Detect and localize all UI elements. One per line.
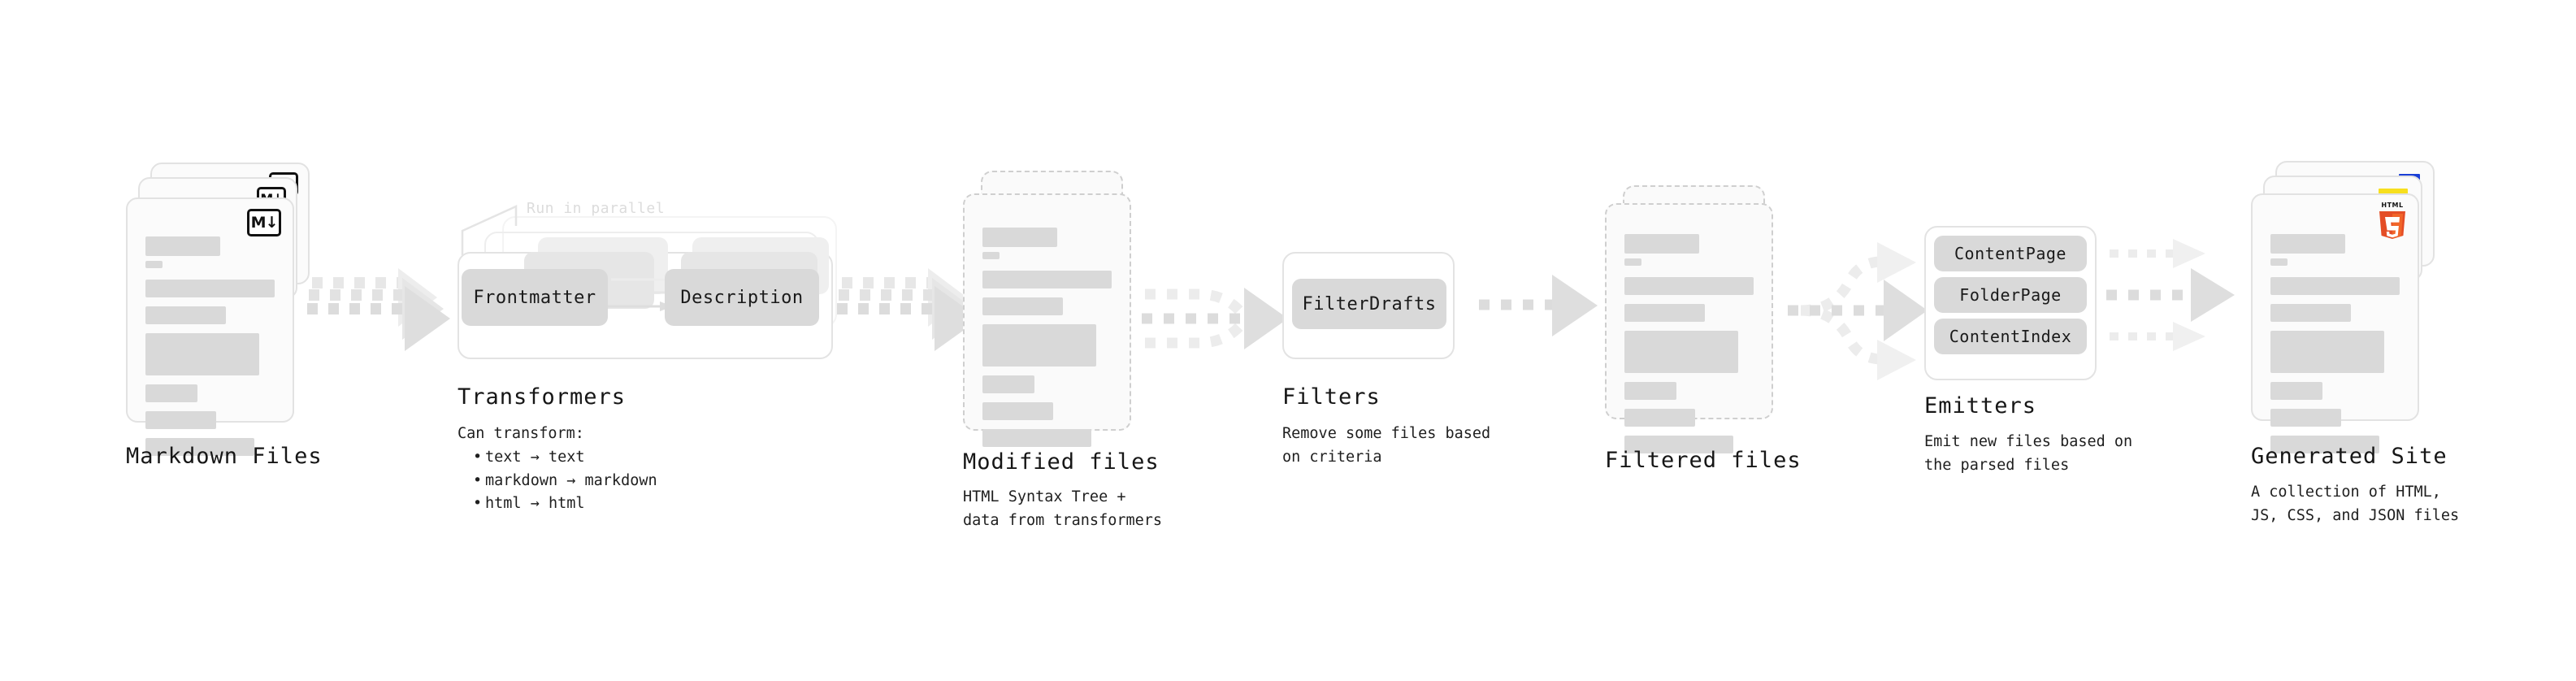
document-placeholder-lines — [145, 236, 275, 465]
stage-title-filtered-files: Filtered files — [1605, 448, 1802, 473]
stage-subtitle-transformers: Can transform: — [458, 425, 584, 442]
markdown-card-front: M↓ — [126, 197, 294, 456]
document-placeholder-lines — [982, 228, 1112, 456]
filter-pill-filterdrafts[interactable]: FilterDrafts — [1292, 279, 1446, 329]
filtered-files-stack — [1605, 185, 1784, 453]
emitter-pill-contentindex[interactable]: ContentIndex — [1934, 319, 2087, 354]
conn-filters-to-filtered — [1479, 275, 1609, 347]
conn-emitters-to-site — [2106, 237, 2261, 367]
list-item: html → html — [473, 492, 657, 516]
html5-icon: HTML — [2375, 200, 2409, 241]
stage-title-generated-site: Generated Site — [2251, 444, 2448, 469]
generated-card-front: HTML — [2251, 193, 2419, 453]
modified-card-front — [963, 193, 1131, 447]
conn-markdown-to-transformers — [307, 268, 458, 362]
conn-modified-to-filters — [1142, 252, 1304, 382]
stage-subtitle-emitters: Emit new files based on the parsed files — [1924, 433, 2133, 474]
markdown-icon: M↓ — [247, 209, 281, 236]
stage-subtitle-filters: Remove some files based on criteria — [1282, 425, 1491, 466]
stage-title-emitters: Emitters — [1924, 393, 2037, 419]
list-item: text → text — [473, 446, 657, 470]
stage-title-markdown-files: Markdown Files — [126, 444, 323, 469]
svg-text:HTML: HTML — [2381, 202, 2403, 209]
transformers-capability-list: text → text markdown → markdown html → h… — [471, 446, 657, 516]
stage-title-filters: Filters — [1282, 384, 1381, 410]
emitter-pill-contentpage[interactable]: ContentPage — [1934, 236, 2087, 271]
document-placeholder-lines — [2270, 234, 2400, 462]
transformer-pill-description[interactable]: Description — [665, 269, 819, 326]
stage-subtitle-modified-files: HTML Syntax Tree + data from transformer… — [963, 488, 1163, 529]
modified-files-stack — [963, 171, 1142, 447]
emitter-pill-folderpage[interactable]: FolderPage — [1934, 277, 2087, 313]
stage-subtitle-generated-site: A collection of HTML, JS, CSS, and JSON … — [2251, 484, 2460, 524]
filtered-card-front — [1605, 203, 1773, 453]
generated-site-stack: CSS HTML — [2251, 161, 2438, 453]
run-in-parallel-bracket — [461, 202, 550, 260]
conn-transformers-to-modified — [837, 268, 991, 362]
markdown-files-stack: M↓ M↓ M↓ — [126, 163, 313, 456]
transformer-pill-frontmatter[interactable]: Frontmatter — [462, 269, 608, 326]
document-placeholder-lines — [1624, 234, 1754, 462]
stage-title-modified-files: Modified files — [963, 449, 1160, 475]
run-in-parallel-label: Run in parallel — [527, 200, 666, 217]
stage-title-transformers: Transformers — [458, 384, 627, 410]
conn-filtered-to-emitters — [1788, 242, 1942, 390]
list-item: markdown → markdown — [473, 470, 657, 493]
